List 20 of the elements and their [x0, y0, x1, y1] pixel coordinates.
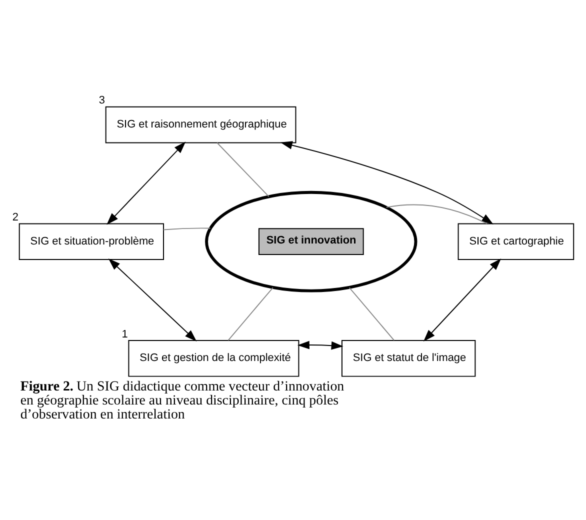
arrow: [106, 141, 186, 224]
connector: [348, 286, 395, 340]
connector: [228, 286, 274, 340]
arrow: [297, 340, 344, 350]
node-ellipse: SIG et innovation: [205, 190, 418, 292]
node-label: 3: [98, 94, 105, 106]
node-box: SIG et gestion de la complexité: [128, 340, 300, 376]
arrow: [108, 258, 197, 341]
arrow: [423, 258, 502, 342]
caption: Figure 2. Un SIG didactique comme vecteur d’innovation en géographie scolaire au niveau disciplinaire, cinq pôles d’observation en interrelation: [20, 378, 344, 422]
connector: [163, 227, 211, 230]
arrow: [280, 140, 494, 224]
connector: [216, 142, 270, 197]
node-box: SIG et situation-problème: [18, 222, 164, 260]
node-box: SIG et raisonnement géographique: [105, 106, 296, 143]
node-box: SIG et statut de l'image: [341, 340, 476, 376]
node-label: 1: [122, 328, 128, 340]
connector: [386, 204, 488, 224]
node-label: 2: [12, 211, 18, 224]
node-box: SIG et cartographie: [458, 222, 574, 260]
